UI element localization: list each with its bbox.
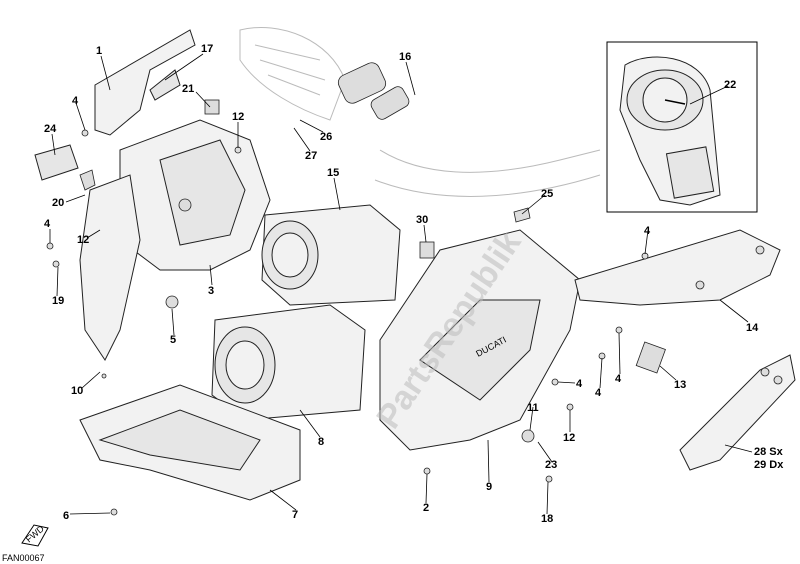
callout-7: 7: [292, 509, 298, 521]
part-upper-headlight: [261, 204, 401, 306]
callout-12: 12: [77, 234, 89, 246]
callout-8: 8: [318, 436, 324, 448]
callout-30: 30: [416, 214, 428, 226]
callout-14: 14: [746, 322, 759, 334]
callout-6: 6: [63, 510, 69, 522]
callout-labels: 1 17 4 21 12 24 16 26 27 22 15 25 20 4 1…: [44, 43, 784, 525]
part-28-29-strip: [679, 354, 796, 471]
callout-25: 25: [541, 188, 553, 200]
part-left-inner-cover: [79, 174, 141, 361]
callout-23: 23: [545, 459, 557, 471]
callout-22: 22: [724, 79, 736, 91]
callout-18: 18: [541, 513, 553, 525]
callout-27: 27: [305, 150, 317, 162]
callout-5: 5: [170, 334, 176, 346]
callout-17: 17: [201, 43, 213, 55]
part-14-bracket: [574, 229, 781, 306]
callout-24: 24: [44, 123, 57, 135]
callout-28: 28 Sx: [754, 446, 784, 458]
part-lower-fairing: [79, 384, 301, 501]
part-right-fairing: DUCATI: [379, 229, 581, 451]
callout-21: 21: [182, 83, 194, 95]
callout-12: 12: [232, 111, 244, 123]
callout-16: 16: [399, 51, 411, 63]
part-upper-bracket: [94, 29, 196, 136]
callout-4: 4: [44, 218, 51, 230]
callout-13: 13: [674, 379, 686, 391]
callout-11: 11: [527, 402, 539, 414]
leader-lines: [49, 53, 753, 515]
callout-12: 12: [563, 432, 575, 444]
callout-4: 4: [644, 225, 651, 237]
callout-29: 29 Dx: [754, 459, 784, 471]
fwd-arrow-badge: FWD: [21, 523, 49, 547]
callout-20: 20: [52, 197, 64, 209]
callout-26: 26: [320, 131, 332, 143]
callout-4: 4: [72, 95, 79, 107]
instrument-inset: [606, 41, 758, 213]
part-24-rubber-block: [34, 144, 79, 181]
callout-1: 1: [96, 45, 102, 57]
callout-4: 4: [615, 373, 622, 385]
part-lower-headlight: [211, 304, 366, 421]
ghost-background-parts: [239, 26, 601, 197]
small-parts: [79, 62, 666, 443]
callout-19: 19: [52, 295, 64, 307]
callout-4: 4: [576, 378, 583, 390]
callout-4: 4: [595, 387, 602, 399]
callout-9: 9: [486, 481, 492, 493]
callout-15: 15: [327, 167, 339, 179]
callout-2: 2: [423, 502, 429, 514]
part-left-fairing: [119, 119, 271, 271]
callout-3: 3: [208, 285, 214, 297]
diagram-code: FAN00067: [2, 553, 45, 563]
callout-10: 10: [71, 385, 83, 397]
